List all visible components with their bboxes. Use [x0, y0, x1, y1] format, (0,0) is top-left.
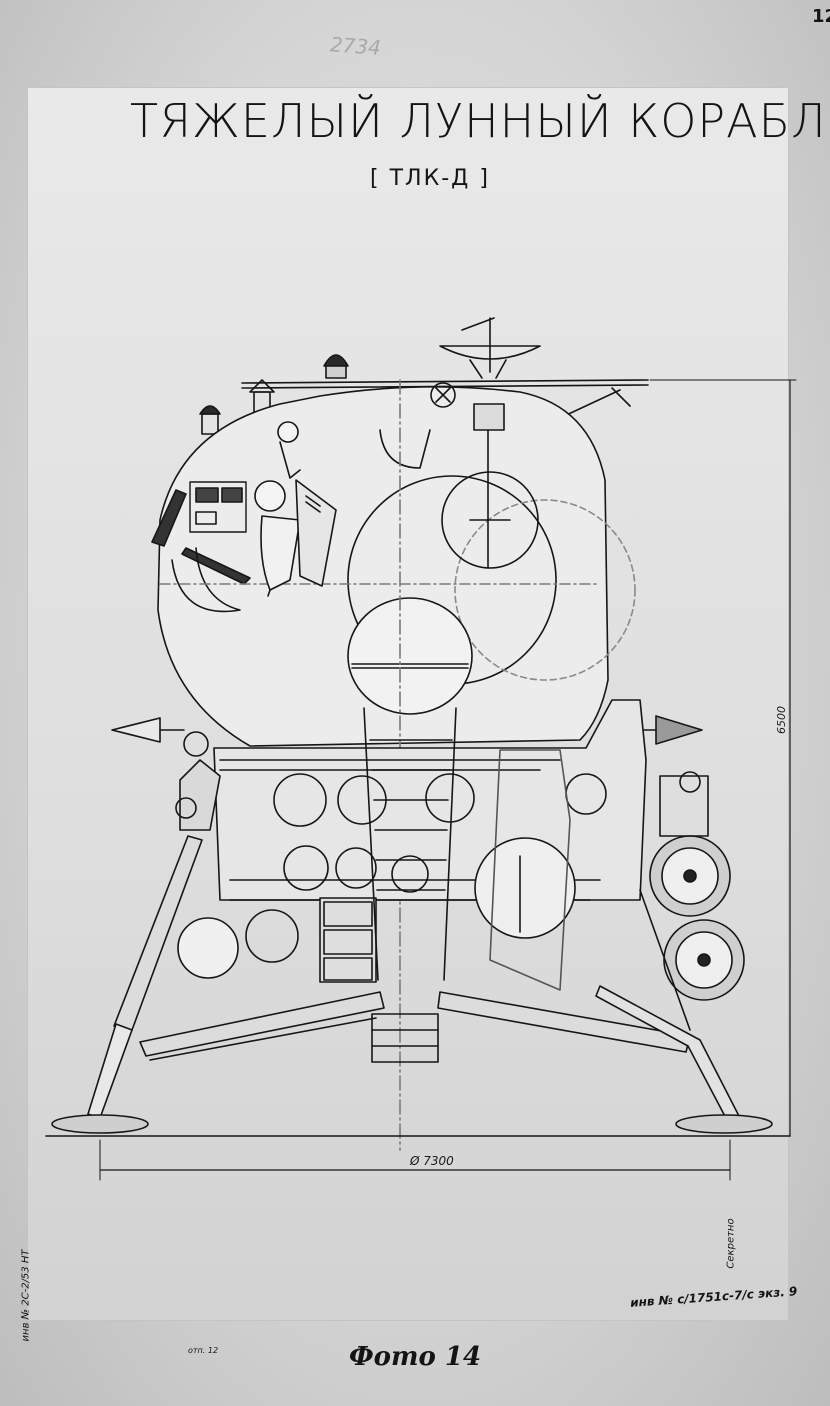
secrecy-note: Секретно [725, 1218, 737, 1269]
side-probes [111, 715, 703, 745]
cosmonaut-figures [254, 421, 337, 597]
dimension-lines: Ø 7300 6500 [45, 379, 797, 1181]
height-dimension: 6500 [775, 706, 788, 734]
photo-caption: Фото 14 [348, 1342, 482, 1372]
beacon-lights [199, 354, 349, 441]
cabin-sphere [151, 379, 636, 1151]
drawing-title: ТЯЖЕЛЫЙ ЛУННЫЙ КОРАБЛЬ [130, 94, 830, 148]
rover-wheels [649, 771, 745, 1001]
page-corner-number: 12 [812, 6, 830, 27]
small-note: отп. 12 [188, 1346, 219, 1355]
diameter-dimension: Ø 7300 [409, 1154, 454, 1168]
boarding-ladder [363, 707, 457, 981]
landing-legs [51, 835, 773, 1134]
drawing-subtitle: [ ТЛК-Д ] [370, 166, 490, 191]
dish-antenna [439, 317, 541, 379]
side-note-left: инв № 2С-2/53 НТ [20, 1249, 32, 1342]
